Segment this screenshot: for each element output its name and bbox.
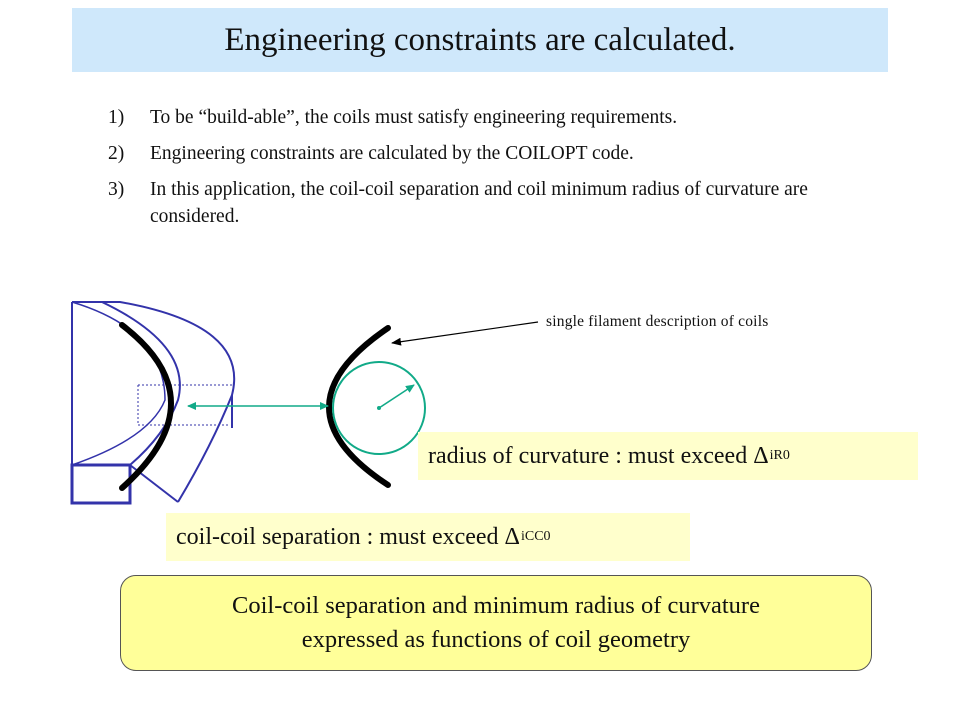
requirements-list: 1) To be “build-able”, the coils must sa…	[108, 104, 898, 239]
summary-line-1: Coil-coil separation and minimum radius …	[232, 592, 760, 619]
separation-label-sub: iCC0	[520, 529, 551, 544]
summary-box: Coil-coil separation and minimum radius …	[120, 575, 872, 671]
title-bar: Engineering constraints are calculated.	[72, 8, 888, 72]
list-item: 2) Engineering constraints are calculate…	[108, 140, 898, 167]
list-item: 1) To be “build-able”, the coils must sa…	[108, 104, 898, 131]
list-text: In this application, the coil-coil separ…	[150, 179, 808, 227]
curvature-circle	[332, 361, 426, 455]
list-text: To be “build-able”, the coils must satis…	[150, 107, 678, 128]
radius-label-text: radius of curvature : must exceed Δ	[428, 442, 769, 469]
callout-arrow	[391, 321, 539, 346]
separation-label-text: coil-coil separation : must exceed Δ	[176, 523, 520, 550]
list-item: 3) In this application, the coil-coil se…	[108, 176, 898, 230]
radius-label-sub: iR0	[769, 448, 790, 463]
summary-line-2: expressed as functions of coil geometry	[301, 626, 691, 653]
filament-left	[119, 322, 174, 491]
list-number: 2)	[108, 143, 125, 164]
list-text: Engineering constraints are calculated b…	[150, 143, 634, 164]
list-number: 1)	[108, 107, 125, 128]
list-number: 3)	[108, 179, 125, 200]
filament-right	[326, 325, 391, 488]
callout-label: single filament description of coils	[546, 313, 769, 330]
radius-arrow	[378, 384, 415, 409]
slide-title: Engineering constraints are calculated.	[224, 21, 736, 58]
coil-casing	[70, 301, 236, 505]
